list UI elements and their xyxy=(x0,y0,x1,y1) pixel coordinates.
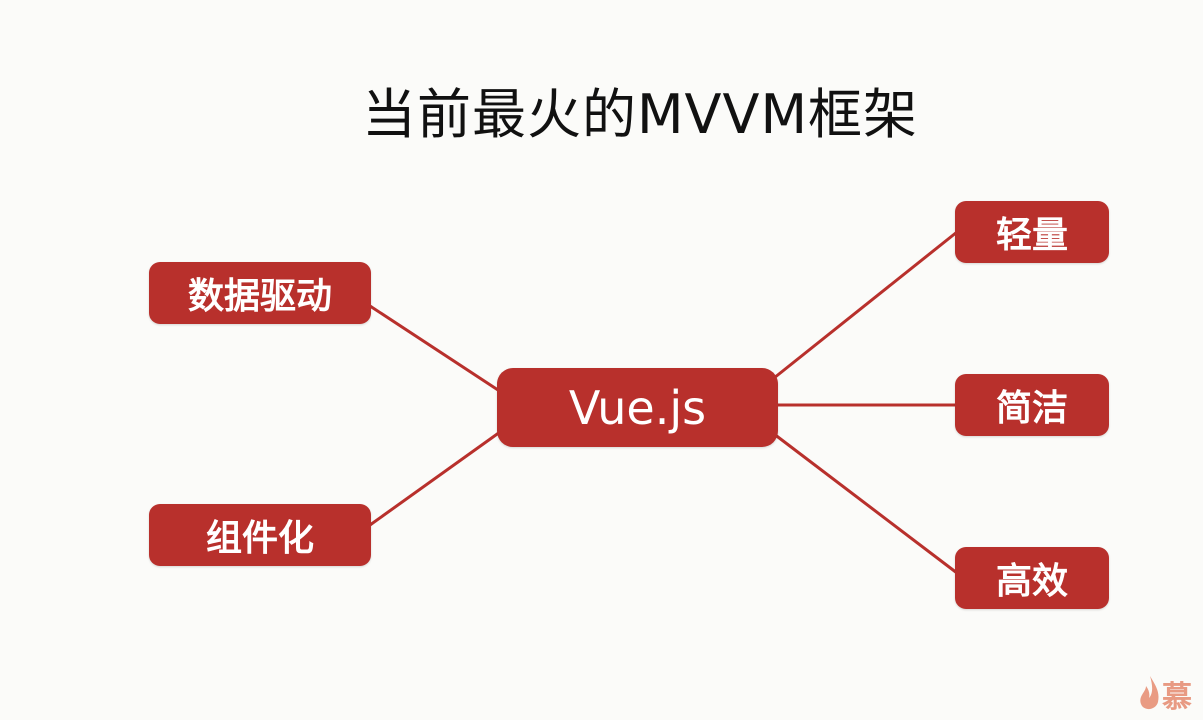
node-label: 高效 xyxy=(995,561,1068,602)
node-label: 轻量 xyxy=(995,215,1068,256)
connector-data-driven xyxy=(369,304,499,392)
node-efficient: 高效 xyxy=(955,547,1109,609)
connector-lightweight xyxy=(773,230,958,380)
flame-icon xyxy=(1140,676,1159,710)
connector-component xyxy=(369,430,501,527)
watermark-logo: 慕 xyxy=(1138,672,1198,716)
node-lightweight: 轻量 xyxy=(955,201,1109,263)
node-simple: 简洁 xyxy=(955,374,1109,436)
node-label: 简洁 xyxy=(995,388,1068,429)
center-node-label: Vue.js xyxy=(568,380,707,435)
node-label: 数据驱动 xyxy=(187,276,332,317)
center-node-vuejs: Vue.js xyxy=(497,368,778,447)
watermark-text: 慕 xyxy=(1162,680,1192,715)
node-data-driven: 数据驱动 xyxy=(149,262,371,324)
node-component: 组件化 xyxy=(149,504,371,566)
diagram-title: 当前最火的MVVM框架 xyxy=(361,83,919,146)
node-label: 组件化 xyxy=(205,518,314,559)
connector-efficient xyxy=(773,432,958,575)
